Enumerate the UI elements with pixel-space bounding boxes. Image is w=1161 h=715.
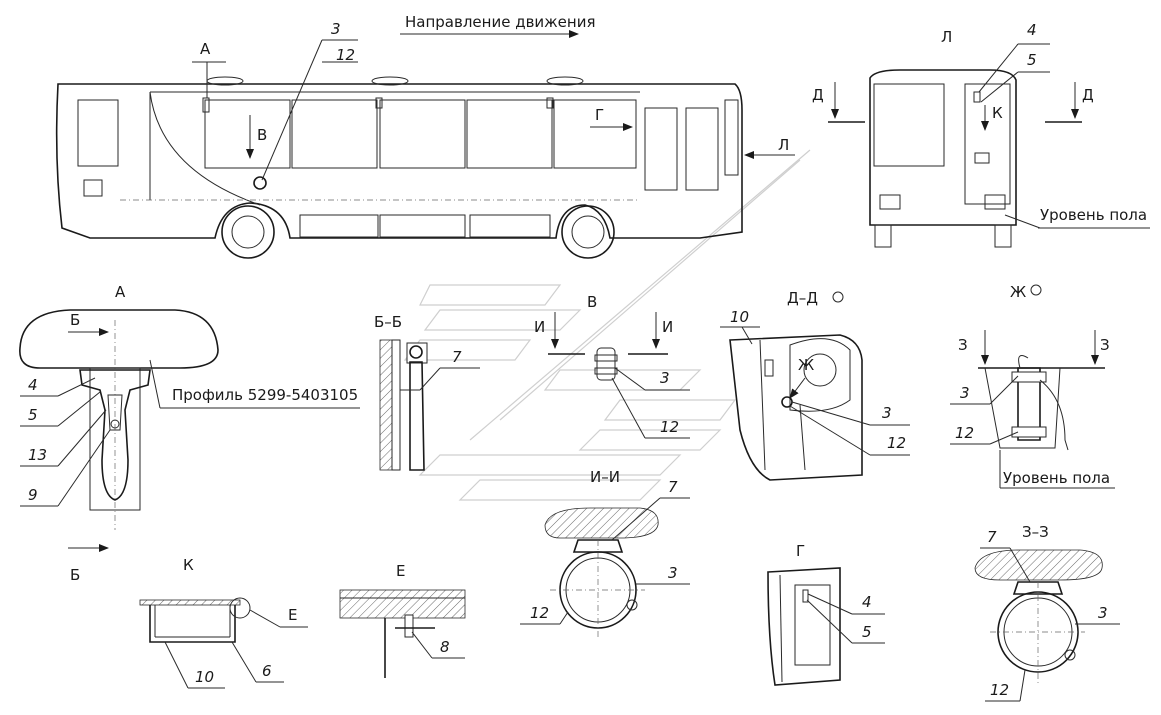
svg-text:З: З — [958, 336, 968, 354]
svg-text:К: К — [992, 104, 1003, 122]
watermark — [403, 149, 811, 501]
svg-text:З: З — [1100, 336, 1110, 354]
svg-text:Е: Е — [396, 562, 405, 580]
section-DD: Д–Д Ж 10 3 12 — [720, 289, 910, 481]
svg-text:10: 10 — [195, 668, 214, 686]
svg-text:А: А — [200, 40, 211, 58]
svg-text:5: 5 — [862, 623, 872, 641]
svg-text:12: 12 — [530, 604, 549, 622]
section-ZZ: З–З 7 3 12 — [974, 523, 1120, 702]
svg-text:В: В — [257, 126, 267, 144]
svg-text:3: 3 — [331, 20, 341, 38]
svg-text:Г: Г — [595, 106, 604, 124]
view-E: Е 8 — [339, 562, 466, 678]
svg-text:6: 6 — [262, 662, 272, 680]
svg-text:12: 12 — [990, 681, 1009, 699]
svg-text:10: 10 — [730, 308, 749, 326]
svg-text:Е: Е — [288, 606, 297, 624]
svg-text:Направление движения: Направление движения — [405, 13, 595, 31]
svg-text:4: 4 — [862, 593, 872, 611]
view-K: К Е 10 6 — [139, 556, 308, 689]
svg-text:9: 9 — [28, 486, 38, 504]
svg-text:Л: Л — [778, 136, 789, 154]
svg-text:Б: Б — [70, 566, 80, 584]
svg-text:5: 5 — [1027, 51, 1037, 69]
svg-text:7: 7 — [987, 528, 997, 546]
svg-text:В: В — [587, 293, 597, 311]
svg-text:4: 4 — [28, 376, 38, 394]
svg-text:3: 3 — [668, 564, 678, 582]
svg-text:3: 3 — [1098, 604, 1108, 622]
svg-text:7: 7 — [452, 348, 462, 366]
svg-text:Уровень пола: Уровень пола — [1003, 469, 1110, 487]
svg-text:12: 12 — [660, 418, 679, 436]
svg-text:К: К — [183, 556, 194, 574]
svg-text:Уровень пола: Уровень пола — [1040, 206, 1147, 224]
svg-text:Д: Д — [812, 86, 824, 104]
svg-text:13: 13 — [28, 446, 47, 464]
svg-text:А: А — [115, 283, 126, 301]
svg-text:Д: Д — [1082, 86, 1094, 104]
svg-text:4: 4 — [1027, 21, 1037, 39]
svg-text:7: 7 — [668, 478, 678, 496]
view-Zh: Ж З З 3 12 Уровень пола — [950, 283, 1115, 489]
svg-text:Г: Г — [796, 542, 805, 560]
svg-text:И–И: И–И — [590, 468, 620, 486]
svg-text:12: 12 — [955, 424, 974, 442]
view-L-front: Л Уровень пола 4 5 К Д Д — [812, 21, 1150, 248]
svg-text:Б–Б: Б–Б — [374, 313, 402, 331]
direction-label: Направление движения — [400, 13, 595, 38]
svg-text:Профиль 5299-5403105: Профиль 5299-5403105 — [172, 386, 358, 404]
section-BB: Б–Б 7 — [374, 313, 480, 471]
svg-text:З–З: З–З — [1022, 523, 1049, 541]
svg-text:Ж: Ж — [1010, 283, 1026, 301]
bus-side-view — [55, 76, 743, 259]
svg-text:3: 3 — [960, 384, 970, 402]
bus-callouts: А 3 12 В Г Л — [192, 20, 795, 181]
svg-text:3: 3 — [882, 404, 892, 422]
svg-text:12: 12 — [887, 434, 906, 452]
svg-text:5: 5 — [28, 406, 38, 424]
svg-text:Л: Л — [941, 28, 952, 46]
svg-text:Д–Д: Д–Д — [787, 289, 818, 307]
svg-text:И: И — [662, 318, 673, 336]
svg-text:3: 3 — [660, 369, 670, 387]
svg-text:Б: Б — [70, 311, 80, 329]
view-G: Г 4 5 — [767, 542, 885, 686]
section-II: И–И 7 3 12 — [520, 468, 690, 640]
svg-text:Ж: Ж — [798, 356, 814, 374]
svg-text:И: И — [534, 318, 545, 336]
view-V: В И И 3 12 — [534, 293, 690, 439]
svg-text:12: 12 — [336, 46, 355, 64]
view-A-hammer: А Б Б 4 5 13 9 Профиль 5299-5403105 — [19, 283, 360, 584]
svg-text:8: 8 — [440, 638, 450, 656]
